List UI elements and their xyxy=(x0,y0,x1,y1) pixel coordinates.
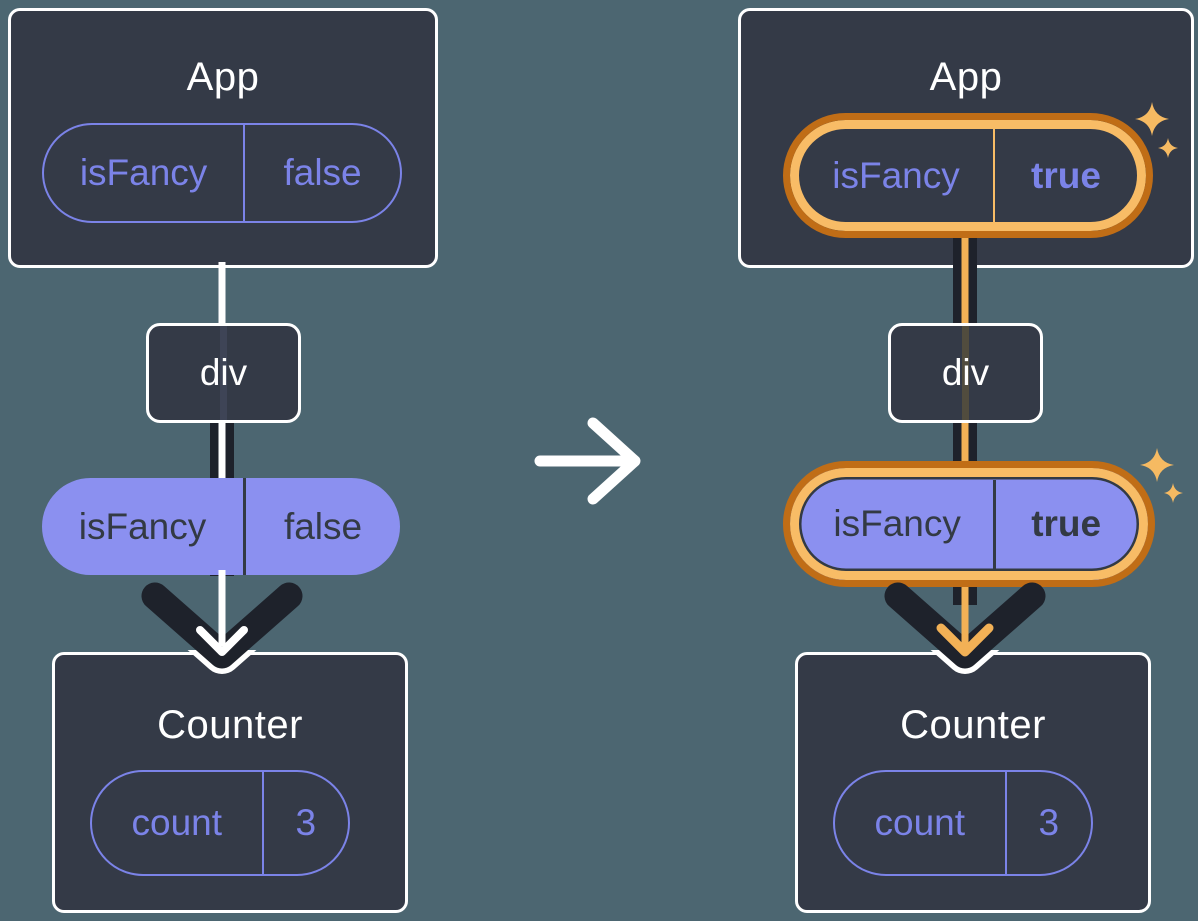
pipe-ghost-line xyxy=(220,326,227,420)
pipe-ghost-line xyxy=(962,326,969,420)
pass-arrow-head-left xyxy=(196,626,248,656)
div-node-label: div xyxy=(199,352,248,393)
pill-value: true xyxy=(1031,503,1102,544)
pill-key: count xyxy=(835,772,1007,874)
tree-edge-left xyxy=(218,262,226,326)
pill-value: false xyxy=(283,152,362,193)
pill-value: 3 xyxy=(1038,802,1060,843)
state-pill-counter-left: count 3 xyxy=(90,770,350,876)
pill-value: 3 xyxy=(295,802,317,843)
component-title: Counter xyxy=(157,703,303,747)
pill-key: isFancy xyxy=(44,125,246,221)
pass-arrow-head-right xyxy=(936,623,994,657)
pill-key: count xyxy=(92,772,264,874)
pass-arrow-halo-left xyxy=(187,650,257,674)
prop-pill-left: isFancy false xyxy=(42,478,400,575)
component-title: App xyxy=(186,55,260,99)
pass-arrow-right xyxy=(884,582,1046,669)
div-node-label: div xyxy=(941,352,990,393)
component-title: App xyxy=(929,55,1003,99)
prop-pill-right-highlighted: isFancy true xyxy=(783,461,1155,587)
pass-arrow-halo-right xyxy=(930,650,1000,674)
div-node-box-left: div xyxy=(146,323,301,423)
component-title: Counter xyxy=(900,703,1046,747)
state-pill-app-right-highlighted: isFancy true xyxy=(783,113,1153,238)
pill-key: isFancy xyxy=(802,479,996,569)
pill-value: true xyxy=(1031,154,1101,196)
sparkle-icon xyxy=(1140,448,1174,482)
sparkle-icon xyxy=(1164,483,1183,503)
state-pill-counter-right: count 3 xyxy=(833,770,1093,876)
pass-arrow-left xyxy=(141,582,303,669)
pill-key: isFancy xyxy=(42,478,247,575)
state-pill-app-left: isFancy false xyxy=(42,123,402,223)
transition-arrow-icon xyxy=(534,417,641,505)
pill-value: false xyxy=(283,505,363,547)
div-node-box-right: div xyxy=(888,323,1043,423)
pill-key: isFancy xyxy=(799,129,996,222)
